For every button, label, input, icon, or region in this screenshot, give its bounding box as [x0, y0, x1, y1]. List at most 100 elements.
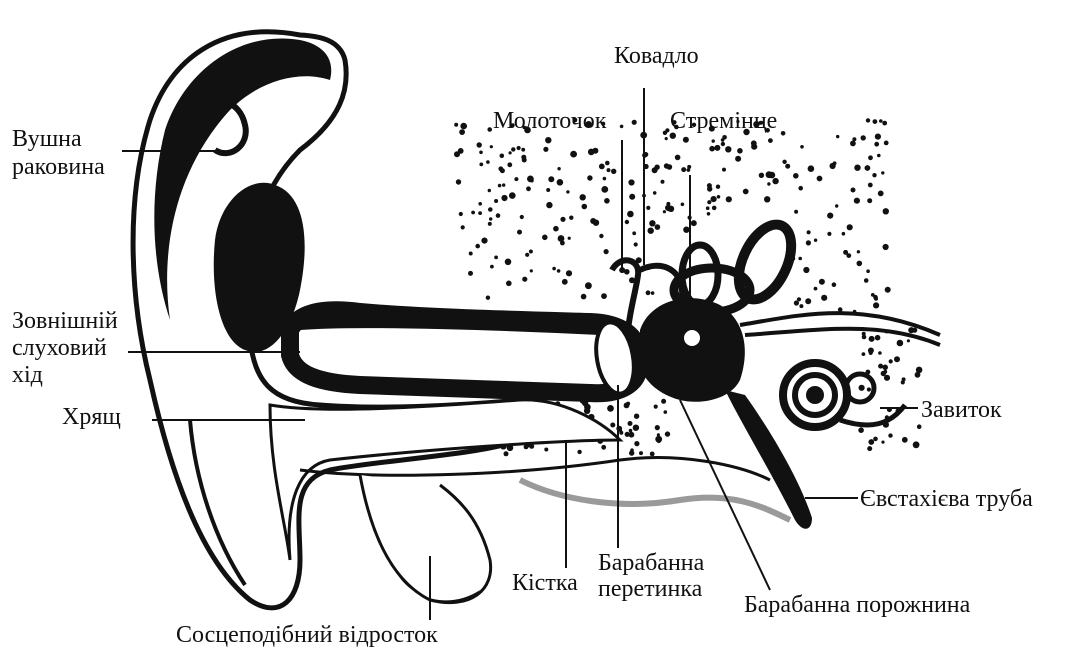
bone-stipple-dot	[481, 238, 487, 244]
bone-stipple-dot	[821, 295, 827, 301]
bone-stipple-dot	[478, 211, 482, 215]
bone-stipple-dot	[858, 427, 864, 433]
bone-stipple-dot	[902, 377, 906, 381]
label-auricle-line1: Вушна	[12, 126, 82, 152]
bone-stipple-dot	[454, 151, 460, 157]
bone-stipple-dot	[766, 171, 773, 178]
bone-stipple-dot	[577, 450, 581, 454]
bone-stipple-dot	[490, 145, 493, 148]
bone-stipple-dot	[875, 134, 881, 140]
bone-stipple-dot	[517, 146, 521, 150]
label-tympanic-cavity: Барабанна порожнина	[744, 592, 971, 618]
bone-stipple-dot	[520, 215, 524, 219]
bone-stipple-dot	[488, 207, 493, 212]
bone-stipple-dot	[488, 222, 492, 226]
bone-stipple-dot	[913, 441, 920, 448]
label-cochlea: Завиток	[921, 397, 1002, 423]
bone-stipple-dot	[832, 282, 837, 287]
bone-stipple-dot	[866, 269, 870, 273]
bone-stipple-dot	[807, 230, 811, 234]
bone-stipple-dot	[868, 155, 873, 160]
label-cartilage: Хрящ	[62, 404, 121, 430]
bone-stipple-dot	[854, 198, 860, 204]
bone-stipple-dot	[454, 123, 458, 127]
bone-stipple-dot	[721, 138, 725, 142]
bone-stipple-dot	[569, 216, 573, 220]
bone-stipple-dot	[874, 142, 879, 147]
bone-stipple-dot	[798, 186, 803, 191]
bone-stipple-dot	[664, 163, 669, 168]
bone-stipple-dot	[646, 206, 650, 210]
bone-stipple-dot	[882, 365, 888, 371]
bone-stipple-dot	[648, 228, 654, 234]
bone-stipple-dot	[867, 198, 872, 203]
bone-stipple-dot	[683, 137, 689, 143]
bone-stipple-dot	[504, 451, 509, 456]
bone-stipple-dot	[865, 165, 871, 171]
bone-stipple-dot	[706, 206, 710, 210]
bone-stipple-dot	[661, 399, 666, 404]
bone-stipple-dot	[514, 177, 518, 181]
bone-stipple-dot	[850, 141, 856, 147]
bone-stipple-dot	[649, 220, 655, 226]
bone-stipple-dot	[601, 293, 607, 299]
bone-stipple-dot	[721, 142, 725, 146]
bone-stipple-dot	[460, 123, 467, 130]
bone-stipple-dot	[469, 252, 473, 256]
bone-stipple-dot	[803, 267, 809, 273]
bone-stipple-dot	[502, 183, 505, 186]
bone-stipple-dot	[545, 137, 551, 143]
bone-stipple-dot	[477, 142, 482, 147]
bone-stipple-dot	[894, 356, 900, 362]
bone-stipple-dot	[568, 237, 571, 240]
bone-stipple-dot	[557, 269, 561, 273]
bone-stipple-dot	[543, 147, 548, 152]
bone-stipple-dot	[874, 297, 878, 301]
bone-stipple-dot	[475, 244, 480, 249]
bone-stipple-dot	[530, 269, 533, 272]
bone-stipple-dot	[560, 217, 565, 222]
bone-stipple-dot	[517, 230, 522, 235]
bone-stipple-dot	[522, 277, 527, 282]
bone-stipple-dot	[655, 224, 661, 230]
bone-stipple-dot	[630, 448, 634, 452]
bone-stipple-dot	[712, 139, 715, 142]
bone-stipple-dot	[833, 161, 837, 165]
bone-stipple-dot	[800, 145, 804, 149]
bone-stipple-dot	[875, 335, 881, 341]
bone-stipple-dot	[584, 404, 591, 411]
bone-stipple-dot	[566, 270, 572, 276]
label-canal-line3: хід	[12, 362, 43, 388]
bone-stipple-dot	[675, 155, 681, 161]
bone-stipple-dot	[557, 167, 560, 170]
bone-stipple-dot	[607, 168, 611, 172]
bone-stipple-dot	[869, 336, 875, 342]
bone-stipple-dot	[603, 177, 607, 181]
bone-stipple-dot	[634, 242, 638, 246]
bone-stipple-dot	[859, 385, 865, 391]
bone-stipple-dot	[712, 206, 717, 211]
bone-stipple-dot	[639, 451, 643, 455]
bone-stipple-dot	[725, 146, 731, 152]
bone-stipple-dot	[634, 441, 639, 446]
bone-stipple-dot	[500, 168, 505, 173]
bone-stipple-dot	[817, 176, 823, 182]
bone-stipple-dot	[459, 129, 465, 135]
bone-stipple-dot	[726, 196, 732, 202]
mastoid-process	[360, 475, 491, 603]
bone-stipple-dot	[751, 140, 757, 146]
bone-stipple-dot	[496, 213, 501, 218]
bone-stipple-dot	[687, 168, 691, 172]
bone-stipple-dot	[873, 437, 878, 442]
lower-shading	[520, 480, 790, 520]
bone-stipple-dot	[625, 432, 630, 437]
label-eustachian-tube: Євстахієва труба	[860, 486, 1033, 512]
bone-stipple-dot	[507, 162, 512, 167]
bone-stipple-dot	[711, 196, 717, 202]
bone-stipple-dot	[610, 423, 615, 428]
bone-stipple-dot	[666, 202, 670, 206]
bone-stipple-dot	[912, 328, 917, 333]
bone-stipple-dot	[527, 176, 534, 183]
bone-stipple-dot	[506, 281, 512, 287]
